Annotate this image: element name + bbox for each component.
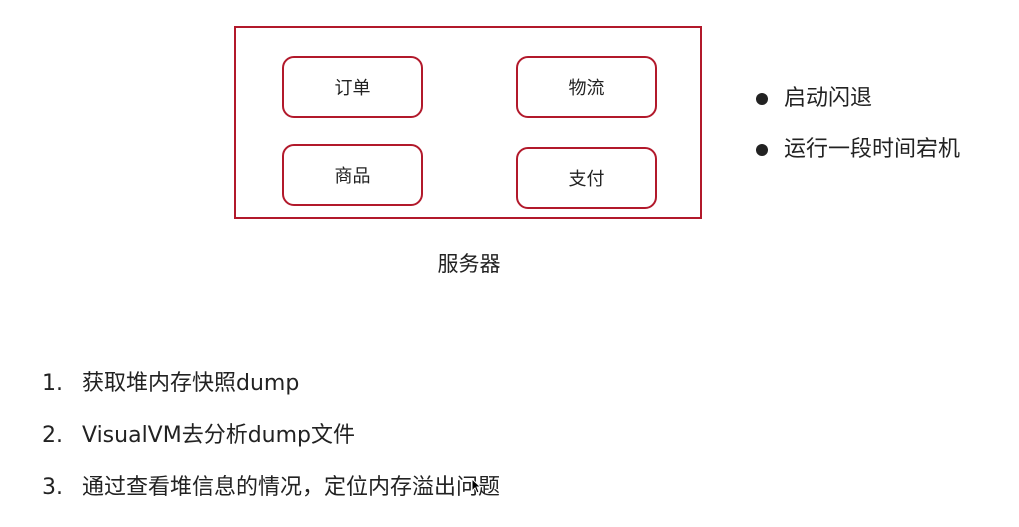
module-order: 订单 xyxy=(282,56,423,118)
symptom-text: 运行一段时间宕机 xyxy=(784,137,961,162)
module-goods: 商品 xyxy=(282,144,423,206)
step-text: 获取堆内存快照dump xyxy=(82,371,300,396)
step-text: 通过查看堆信息的情况，定位内存溢出问题 xyxy=(82,475,501,500)
symptom-item: 运行一段时间宕机 xyxy=(756,135,960,165)
step-item: 3. 通过查看堆信息的情况，定位内存溢出问题 xyxy=(42,473,500,503)
bullet-icon xyxy=(756,144,768,156)
step-number: 3. xyxy=(42,475,63,500)
step-item: 1. 获取堆内存快照dump xyxy=(42,369,500,399)
step-number: 1. xyxy=(42,371,63,396)
module-payment: 支付 xyxy=(516,147,657,209)
server-box xyxy=(234,26,702,219)
mouse-cursor-icon xyxy=(471,478,481,494)
step-number: 2. xyxy=(42,423,63,448)
step-list: 1. 获取堆内存快照dump 2. VisualVM去分析dump文件 3. 通过查看… xyxy=(42,369,500,525)
server-label: 服务器 xyxy=(437,252,501,276)
step-text: VisualVM去分析dump文件 xyxy=(82,423,356,448)
module-logistics: 物流 xyxy=(516,56,657,118)
symptom-text: 启动闪退 xyxy=(784,86,873,111)
symptom-item: 启动闪退 xyxy=(756,84,960,114)
bullet-icon xyxy=(756,93,768,105)
step-item: 2. VisualVM去分析dump文件 xyxy=(42,421,500,451)
symptom-list: 启动闪退 运行一段时间宕机 xyxy=(756,84,960,186)
